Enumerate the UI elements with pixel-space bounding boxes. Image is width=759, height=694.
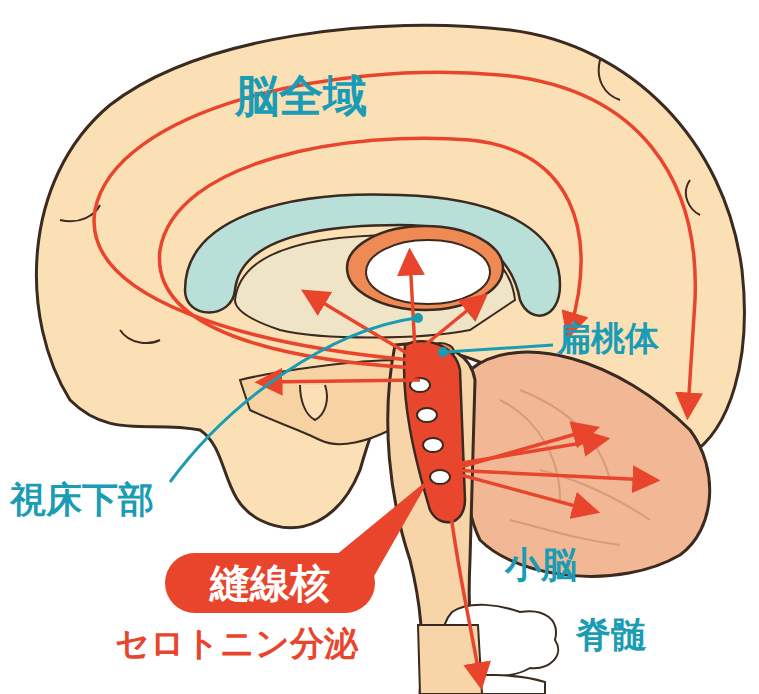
node-text: 縫線核 — [210, 561, 330, 605]
part-label: セロトニン分泌 — [115, 625, 358, 662]
part-label: 脳全域 — [235, 72, 367, 120]
part-label: 小脳 — [505, 545, 577, 585]
part-label: 扁桃体 — [557, 320, 659, 357]
part-label: 視床下部 — [10, 480, 154, 520]
part-label: 脊髄 — [575, 615, 647, 655]
callout-bubble: 縫線核 — [165, 553, 375, 613]
